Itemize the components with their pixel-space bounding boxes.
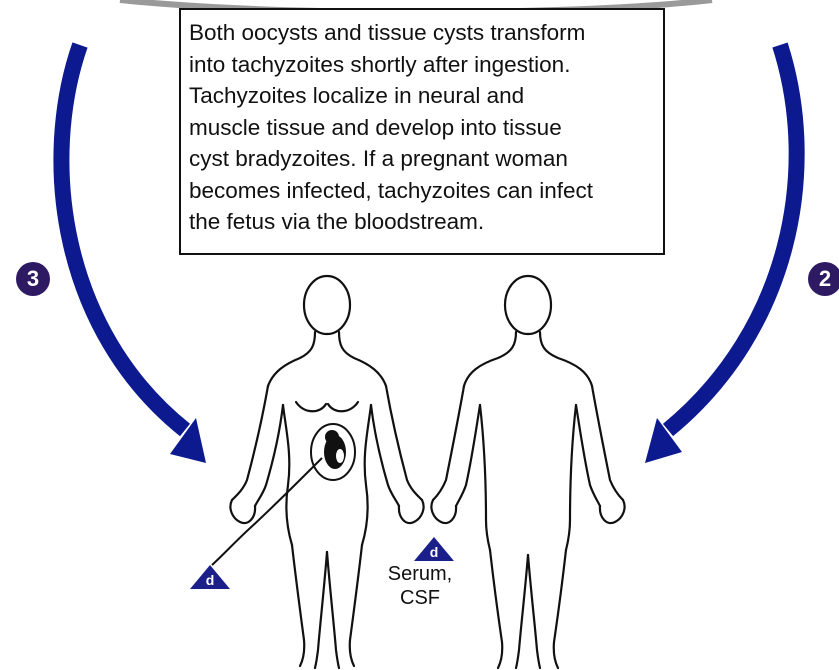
caption-line: becomes infected, tachyzoites can infect — [189, 175, 663, 207]
male-figure — [431, 276, 624, 668]
adult-diagnostic-marker: d — [414, 537, 454, 561]
caption-box: Both oocysts and tissue cysts transform … — [179, 8, 665, 255]
caption-line: into tachyzoites shortly after ingestion… — [189, 49, 663, 81]
fetus-diagnostic-marker: d — [190, 565, 230, 589]
right-arrow — [668, 45, 797, 430]
fetus-marker-letter: d — [206, 572, 215, 588]
caption-line: the fetus via the bloodstream. — [189, 206, 663, 238]
specimen-label-line2: CSF — [380, 586, 460, 610]
caption-line: cyst bradyzoites. If a pregnant woman — [189, 143, 663, 175]
fetus-icon — [324, 430, 346, 469]
specimen-label-line1: Serum, — [380, 562, 460, 586]
left-arrow — [61, 45, 185, 430]
specimen-label: Serum, CSF — [380, 562, 460, 610]
caption-line: Tachyzoites localize in neural and — [189, 80, 663, 112]
caption-line: muscle tissue and develop into tissue — [189, 112, 663, 144]
fetus-connector-line — [212, 458, 322, 565]
step-2-badge: 2 — [808, 262, 839, 296]
step-3-badge: 3 — [16, 262, 50, 296]
adult-marker-letter: d — [430, 544, 439, 560]
caption-line: Both oocysts and tissue cysts transform — [189, 17, 663, 49]
